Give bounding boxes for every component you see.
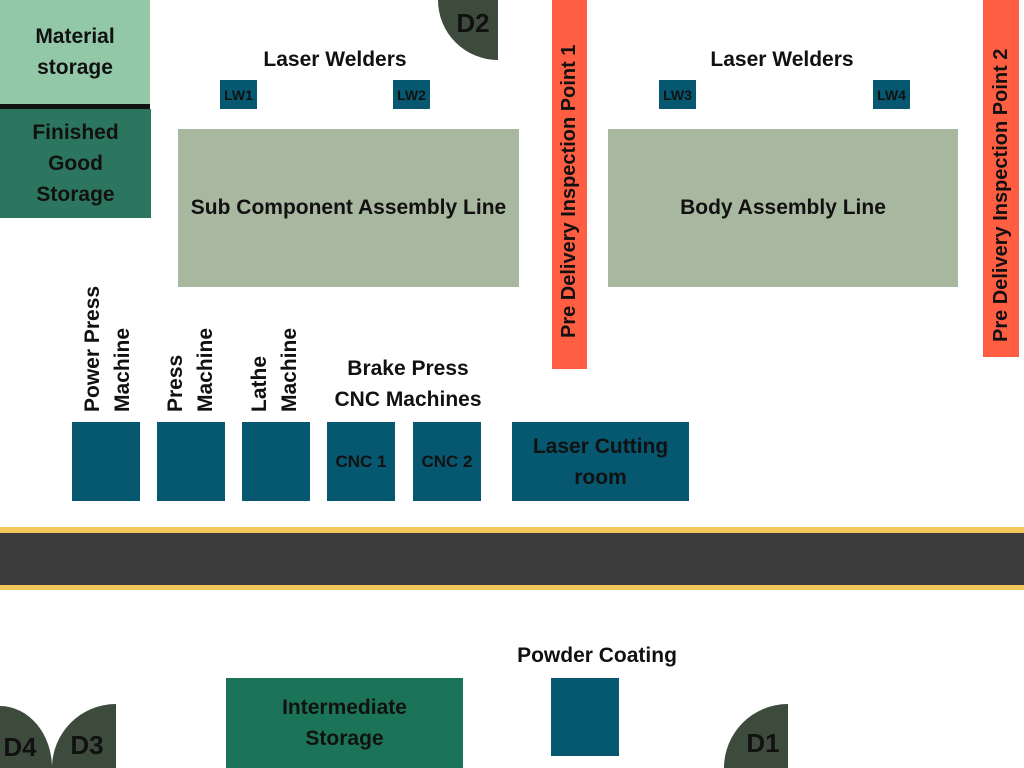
laser-welders-right-label: Laser Welders (710, 48, 854, 71)
lw2-label: LW2 (397, 86, 426, 103)
press-label-line1: Press (164, 354, 187, 412)
laser-welder-lw2: LW2 (393, 80, 430, 109)
road (0, 533, 1024, 585)
powder-coating-label: Powder Coating (517, 644, 677, 667)
press-label-line2: Machine (194, 327, 217, 412)
laser-welder-lw3: LW3 (659, 80, 696, 109)
laser-welder-lw1: LW1 (220, 80, 257, 109)
inspection-point-2-label: Pre Delivery Inspection Point 2 (990, 48, 1012, 342)
brake-press-cnc-label: Brake Press CNC Machines (334, 357, 482, 411)
door-d1 (724, 704, 788, 768)
door-d3 (52, 704, 116, 768)
lathe-label-line1: Lathe (248, 355, 271, 412)
laser-cutting-room: Laser Cutting room (512, 422, 689, 501)
lw4-label: LW4 (877, 86, 906, 103)
finished-good-storage: Finished Good Storage (0, 109, 151, 218)
road-edge-top (0, 527, 1024, 533)
intermediate-storage-label: Intermediate Storage (282, 696, 407, 750)
material-storage: Material storage (0, 0, 150, 104)
cnc-2-label: CNC 2 (421, 451, 473, 471)
sub-component-assembly-line-label: Sub Component Assembly Line (190, 196, 507, 219)
door-d3-label: D3 (70, 730, 104, 760)
door-d2-label: D2 (456, 8, 490, 38)
laser-welder-lw4: LW4 (873, 80, 910, 109)
cnc-2-machine: CNC 2 (413, 422, 481, 501)
road-edge-bottom (0, 585, 1024, 590)
power-press-label-line1: Power Press (81, 285, 104, 412)
sub-component-assembly-line: Sub Component Assembly Line (178, 129, 519, 287)
powder-coating-booth (551, 678, 619, 756)
intermediate-storage: Intermediate Storage (226, 678, 463, 768)
door-d4 (0, 706, 52, 768)
cnc-1-machine: CNC 1 (327, 422, 395, 501)
power-press-machine (72, 422, 140, 501)
cnc-1-label: CNC 1 (335, 451, 387, 471)
laser-cutting-room-label: Laser Cutting room (532, 434, 669, 489)
material-storage-label: Material storage (35, 25, 115, 79)
laser-welders-left-label: Laser Welders (263, 48, 407, 71)
lw3-label: LW3 (663, 86, 692, 103)
lw1-label: LW1 (224, 86, 253, 103)
inspection-point-1-label: Pre Delivery Inspection Point 1 (558, 44, 580, 338)
inspection-point-2 (983, 0, 1019, 357)
storage-divider (0, 104, 150, 109)
inspection-point-1 (552, 0, 587, 369)
press-machine (157, 422, 225, 501)
body-assembly-line-label: Body Assembly Line (680, 196, 886, 219)
lathe-machine (242, 422, 310, 501)
door-d1-label: D1 (746, 728, 780, 758)
body-assembly-line: Body Assembly Line (608, 129, 958, 287)
door-d4-label: D4 (3, 732, 37, 762)
finished-good-storage-label: Finished Good Storage (32, 121, 119, 206)
door-d2 (438, 0, 498, 60)
power-press-label-line2: Machine (111, 327, 134, 412)
lathe-label-line2: Machine (278, 327, 301, 412)
